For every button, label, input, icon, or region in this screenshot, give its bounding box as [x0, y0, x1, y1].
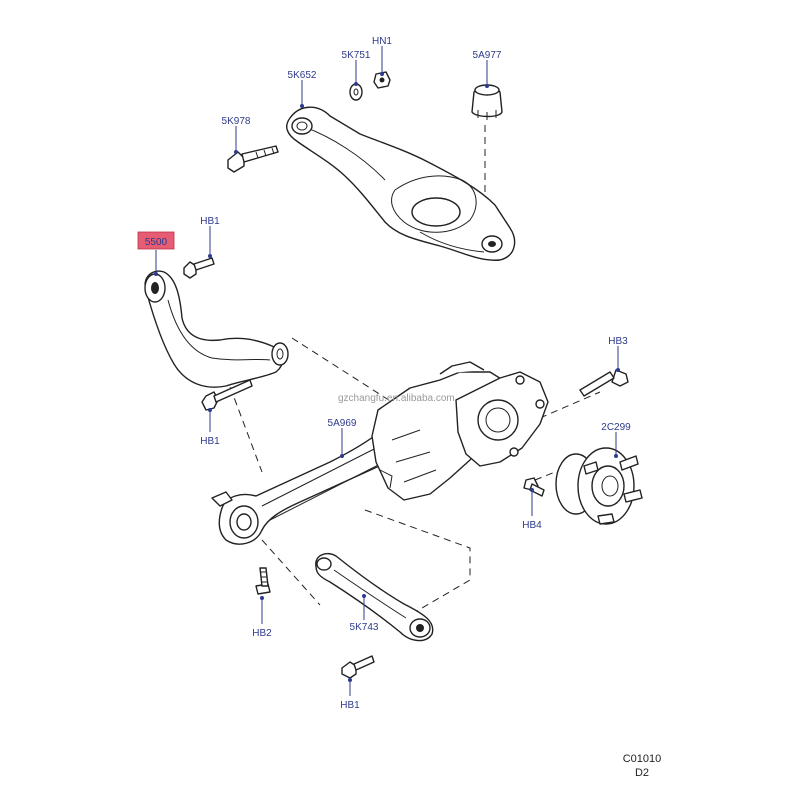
lower-arm-5500 — [144, 270, 289, 388]
bolt-5k978 — [227, 145, 279, 173]
leader-lines — [155, 46, 619, 696]
callout-5k743[interactable]: 5K743 — [350, 622, 379, 633]
wheel-hub-2c299 — [555, 447, 643, 525]
callout-5k751[interactable]: 5K751 — [342, 50, 371, 61]
callout-hn1[interactable]: HN1 — [372, 36, 392, 47]
lower-link-5k743 — [315, 552, 434, 642]
figure-code-line1: C01010 — [623, 753, 662, 765]
knuckle-bracket — [371, 361, 549, 501]
callout-2c299[interactable]: 2C299 — [601, 422, 631, 433]
leader-dots — [154, 72, 620, 682]
bolt-hb1-bottom — [341, 655, 375, 679]
callout-hb1-mid[interactable]: HB1 — [200, 436, 220, 447]
bolt-hb2 — [255, 567, 271, 595]
callout-hb2[interactable]: HB2 — [252, 628, 272, 639]
washer-5k751 — [349, 83, 363, 101]
bolt-hb4 — [523, 477, 545, 497]
figure-code-line2: D2 — [635, 767, 649, 779]
callout-5500[interactable]: 5500 — [145, 237, 168, 248]
bolt-hb3 — [579, 369, 629, 397]
callout-5k978[interactable]: 5K978 — [222, 116, 251, 127]
watermark-text: gzchangfu.en.alibaba.com — [338, 393, 455, 404]
callout-labels: HN1 5K751 5A977 5K652 5K978 HB1 5500 HB1… — [145, 36, 631, 711]
nut-hn1 — [373, 71, 391, 89]
callout-5k652[interactable]: 5K652 — [288, 70, 317, 81]
callout-hb1-bottom[interactable]: HB1 — [340, 700, 360, 711]
upper-control-arm-5k652 — [286, 106, 516, 261]
bump-stop-5a977 — [471, 84, 503, 120]
callout-5a977[interactable]: 5A977 — [473, 50, 502, 61]
bolt-hb1-top — [183, 257, 215, 279]
callout-hb1-top[interactable]: HB1 — [200, 216, 220, 227]
bolt-hb1-mid — [201, 379, 253, 411]
callout-highlight-5500 — [137, 231, 175, 250]
callout-hb4[interactable]: HB4 — [522, 520, 542, 531]
callout-hb3[interactable]: HB3 — [608, 336, 628, 347]
callout-5a969[interactable]: 5A969 — [328, 418, 357, 429]
